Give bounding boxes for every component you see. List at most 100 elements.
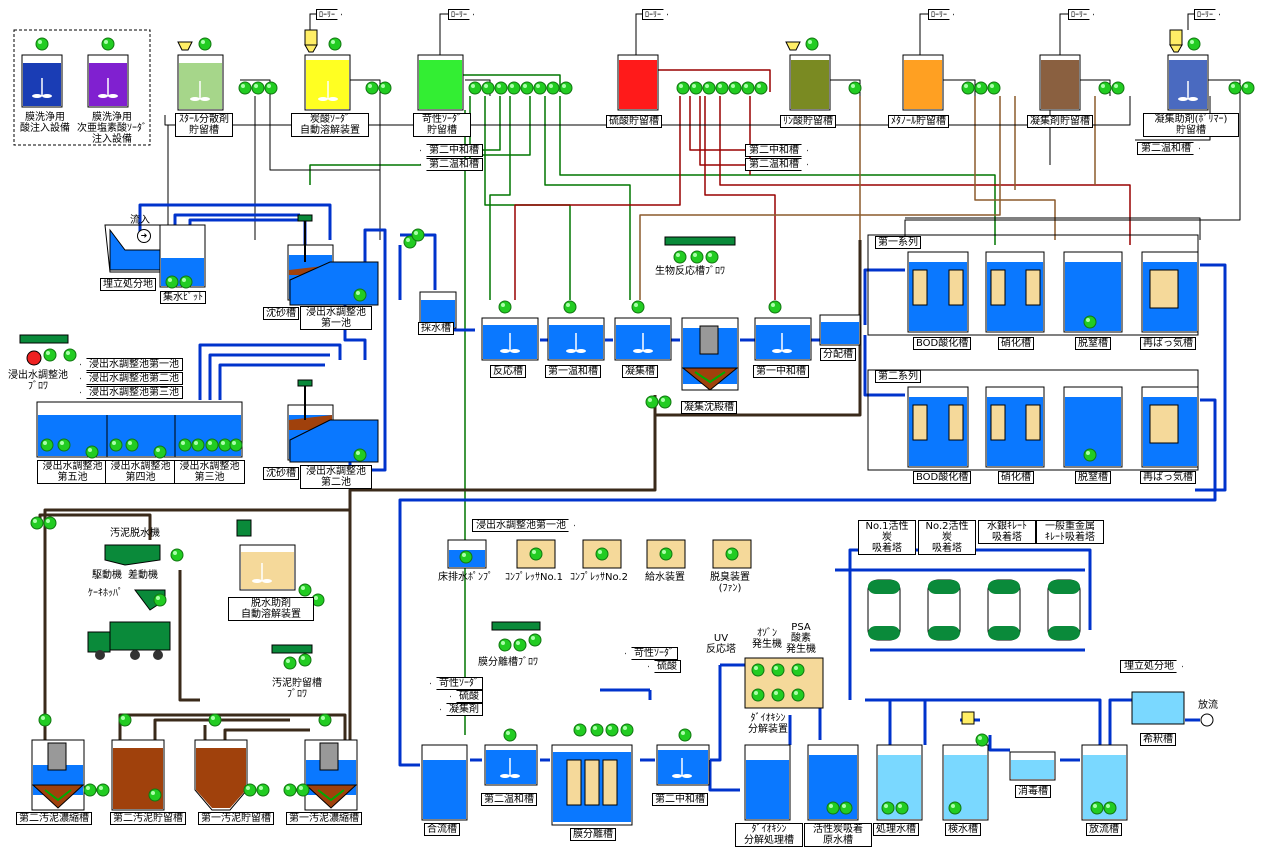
sampling-tank [403, 228, 457, 329]
tag-t2onwa-b: 第二温和槽 [745, 158, 808, 171]
denitri2-label: 脱窒槽 [1075, 471, 1111, 484]
top-tank-4-label: 苛性ｿｰﾀﾞ 貯留槽 [413, 113, 471, 137]
lorry-tag-4: ﾛｰﾘｰ [928, 9, 954, 20]
top-tank-9-label: 凝集助剤(ﾎﾟﾘﾏｰ) 貯留槽 [1143, 113, 1239, 137]
bottom-treatment [421, 579, 1214, 826]
sludge-tanks [31, 713, 358, 811]
monitor-label: 検水槽 [945, 823, 981, 836]
top-tank-9 [1167, 29, 1255, 111]
sampling-label: 採水槽 [418, 322, 454, 335]
dewater-label: 汚泥脱水機 [110, 528, 160, 539]
tag-ryusan1: 硫酸 [450, 690, 483, 703]
lorry-lines [309, 13, 1194, 55]
adjust-pond-1 [289, 261, 379, 306]
adjust-pond-2 [289, 419, 379, 463]
tag-t2onwa-c: 第二温和槽 [1137, 142, 1200, 155]
top-tank-6-label: ﾘﾝ酸貯留槽 [780, 115, 836, 128]
top-tank-5 [617, 54, 768, 111]
top-tank-5-label: 硫酸貯留槽 [606, 115, 662, 128]
top-tank-3 [304, 29, 392, 111]
floor-pump-label: 床排水ﾎﾟﾝﾌﾟ [438, 572, 493, 583]
series1-label: 第一系列 [875, 236, 921, 249]
store2-label: 第二汚泥貯留槽 [110, 812, 186, 825]
tag-t2onwa-a: 第二温和槽 [420, 158, 483, 171]
landfill-pit-label: 埋立処分地 [100, 278, 156, 291]
top-tank-7 [902, 54, 1001, 111]
adjust-5-label: 浸出水調整池 第五池 [37, 460, 108, 484]
grit-1-label: 沈砂槽 [263, 307, 299, 320]
tag-level1a: 浸出水調整池第一池 [80, 358, 183, 371]
act1-label: No.1活性炭 吸着塔 [858, 520, 916, 555]
thick2-label: 第二汚泥濃縮槽 [16, 812, 92, 825]
act2-label: No.2活性炭 吸着塔 [918, 520, 976, 555]
membrane-wash-group [13, 29, 151, 146]
top-tank-8 [1039, 54, 1125, 111]
merge-label: 合流槽 [424, 823, 460, 836]
top-tank-6 [785, 37, 862, 111]
disinfect-label: 消毒槽 [1015, 785, 1051, 798]
series1-tanks [867, 234, 1199, 336]
membrane-label: 膜分離槽 [570, 828, 616, 841]
discharge-label: 放流槽 [1086, 823, 1122, 836]
top-tank-0 [21, 37, 63, 108]
tag-landfill: 埋立処分地 [1120, 660, 1183, 673]
denitri1-label: 脱窒槽 [1075, 337, 1111, 350]
chelate-hg-label: 水銀ｷﾚｰﾄ 吸着塔 [978, 520, 1036, 544]
neut2-label: 第二中和槽 [652, 793, 708, 806]
adjust-ponds-3-5 [36, 401, 243, 459]
top-tank-1-label: 膜洗浄用 次亜塩素酸ｿｰﾀﾞ 注入設備 [77, 112, 147, 145]
comp2-label: ｺﾝﾌﾟﾚｯｻNo.2 [570, 572, 628, 583]
outflow-label: 放流 [1198, 700, 1218, 711]
drive-label: 駆動機 [92, 570, 122, 581]
uv-label: UV 反応塔 [706, 633, 736, 655]
psa-label: PSA 酸素 発生機 [786, 622, 816, 655]
store1-label: 第一汚泥貯留槽 [198, 812, 274, 825]
carbon-raw-label: 活性炭吸着 原水槽 [804, 823, 872, 847]
ozone-label: ｵｿﾞﾝ 発生機 [752, 628, 782, 650]
cake-label: ｹｰｷﾎｯﾊﾟ [88, 588, 123, 599]
top-tank-2-label: ｽﾀｰﾙ分散剤 貯留槽 [175, 113, 233, 137]
adjust-1-label: 浸出水調整池 第一池 [300, 306, 372, 330]
membrane-blower [491, 621, 542, 652]
top-tank-4 [417, 54, 573, 111]
adjust-3-label: 浸出水調整池 第三池 [174, 460, 245, 484]
lorry-tag-2: ﾛｰﾘｰ [448, 9, 474, 20]
reaer2-label: 再ばっ気槽 [1140, 471, 1196, 484]
tag-kasei: 苛性ｿｰﾀﾞ [430, 677, 483, 690]
mild2-label: 第二温和槽 [481, 793, 537, 806]
mild1-label: 第一温和槽 [545, 365, 601, 378]
mem-blower-label: 膜分離槽ﾌﾞﾛﾜ [478, 657, 538, 668]
tag-t2chuwa-a: 第二中和槽 [420, 144, 483, 157]
adjust-pond-blower [19, 334, 77, 366]
nitri1-label: 硝化槽 [998, 337, 1034, 350]
landfill-inlet [104, 224, 161, 273]
dewater-aid-label: 脱水助剤 自動溶解装置 [228, 597, 314, 621]
top-tank-2 [177, 37, 278, 111]
water-supply-label: 給水装置 [645, 572, 685, 583]
grit-2-label: 沈砂槽 [263, 467, 299, 480]
dioxin-unit-label: ﾀﾞｲｵｷｼﾝ 分解装置 [748, 713, 788, 735]
reaer1-label: 再ばっ気槽 [1140, 337, 1196, 350]
dioxin-tank-label: ﾀﾞｲｵｷｼﾝ 分解処理槽 [735, 823, 803, 847]
sludge-blower-label: 汚泥貯留槽 ﾌﾞﾛﾜ [272, 678, 322, 700]
dewater-aid-unit [236, 519, 325, 607]
tag-level1b: 浸出水調整池第二池 [80, 372, 183, 385]
comp1-label: ｺﾝﾌﾟﾚｯｻNo.1 [505, 572, 563, 583]
distrib-label: 分配槽 [820, 348, 856, 361]
coag-sed-label: 凝集沈殿槽 [681, 401, 737, 414]
series2-label: 第二系列 [875, 370, 921, 383]
treatment-train-row1 [481, 300, 861, 409]
deodor-label: 脱臭装置 (ﾌｧﾝ) [710, 572, 750, 594]
top-tank-1 [87, 37, 129, 108]
adjust-blower-label: 浸出水調整池 ﾌﾞﾛﾜ [8, 370, 68, 392]
top-tank-0-label: 膜洗浄用 酸注入設備 [20, 112, 70, 134]
dilution-label: 希釈槽 [1140, 733, 1176, 746]
sludge-dewatering [30, 516, 184, 660]
collection-pit [159, 224, 206, 289]
reaction-label: 反応槽 [490, 365, 526, 378]
thick1-label: 第一汚泥濃縮槽 [286, 812, 362, 825]
neut1-label: 第一中和槽 [753, 365, 809, 378]
diff-label: 差動機 [128, 570, 158, 581]
chelate-hm-label: 一般重金属 ｷﾚｰﾄ吸着塔 [1036, 520, 1104, 544]
inflow-arrow-icon: ➜ [137, 229, 151, 243]
